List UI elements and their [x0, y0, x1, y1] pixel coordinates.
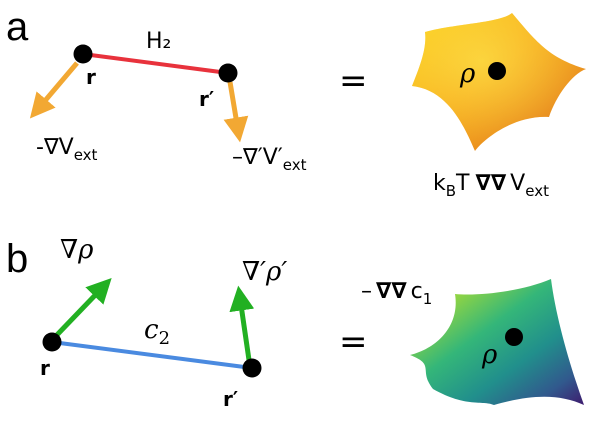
density-symbol-b: ρ: [481, 340, 498, 370]
force-r-label: -∇Vext: [36, 135, 98, 164]
gradient-arrow-r-prime: [229, 285, 255, 361]
point-r-prime-label-b: r′: [223, 387, 238, 411]
force-arrow-r-prime: [223, 81, 249, 143]
bond-h2-line: [82, 52, 229, 75]
density-dot-b: [505, 328, 523, 346]
point-r-prime-label: r′: [199, 87, 214, 111]
bond-c2-line: [51, 340, 253, 370]
panel-a-label: a: [6, 5, 29, 49]
point-r-prime-dot-b: [242, 358, 262, 378]
bond-h2-label: H₂: [146, 29, 171, 54]
equals-sign-a: =: [339, 61, 368, 101]
point-r-label: r: [86, 65, 96, 89]
point-r-dot-b: [42, 332, 62, 352]
force-arrow-r: [29, 61, 79, 119]
point-r-label-b: r: [40, 356, 50, 380]
density-dot-a: [488, 62, 506, 80]
point-r-dot: [73, 44, 93, 64]
gradient-r-prime-label: ∇′ρ′: [242, 257, 287, 287]
hessian-external-label: kBT∇∇Vext: [433, 171, 549, 200]
gradient-r-label: ∇ρ: [60, 235, 94, 265]
force-r-prime-label: –∇′V′ext: [232, 145, 307, 174]
point-r-prime-dot: [218, 63, 238, 83]
bond-c2-label: c2: [144, 315, 170, 349]
surface-shading-a: [412, 13, 586, 151]
density-symbol-a: ρ: [459, 59, 476, 89]
panel-b-label: b: [6, 237, 28, 281]
direct-correlation-surface: [410, 279, 584, 405]
gradient-arrow-r: [52, 277, 112, 340]
equals-sign-b: =: [339, 322, 368, 362]
hessian-c1-label: –∇∇c1: [361, 279, 432, 308]
